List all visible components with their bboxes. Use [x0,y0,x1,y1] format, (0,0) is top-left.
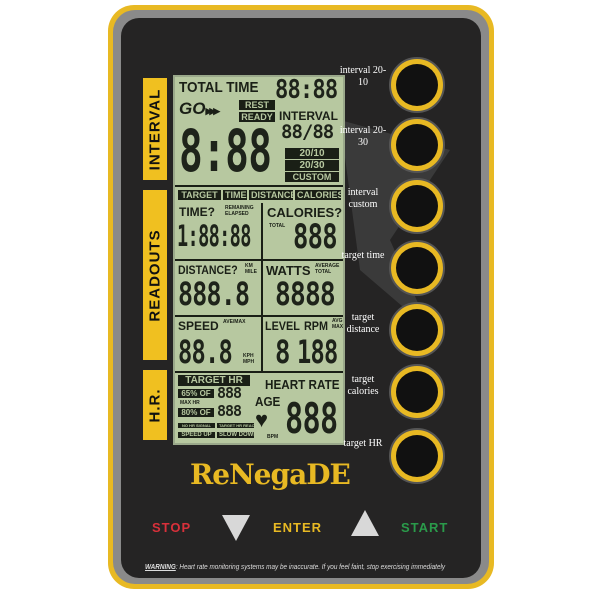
watts-total: TOTAL [315,269,332,275]
button-label: interval 20-30 [339,125,387,148]
interval-custom-button[interactable] [389,178,445,234]
target-hr-digits-65: 888 [217,384,242,402]
button-label: interval 20-10 [339,65,387,88]
enter-button[interactable]: ENTER [273,520,323,535]
tab-readouts: READOUTS [143,190,167,360]
interval-20-30-button[interactable] [389,117,445,173]
total-time-digits: 88:88 [275,75,338,105]
distance-km: KM [245,263,253,269]
preset-custom: CUSTOM [285,172,339,182]
speed-kph: KPH [243,353,254,359]
divider [175,315,343,317]
button-label: interval custom [347,187,379,210]
heart-rate-digits: 888 [285,394,338,443]
distance-mile: MILE [245,269,257,275]
tab-label: READOUTS [146,228,164,322]
pct80-label: 80% OF [178,408,214,417]
level-digit: 8 [275,333,290,371]
go-text: GO [179,99,206,118]
ready-indicator: READY [239,112,275,122]
heart-icon: ♥ [255,407,269,432]
time-label: TIME? [179,205,215,219]
level-label: LEVEL [265,319,300,333]
target-distance-button[interactable] [389,302,445,358]
target-hr-label: TARGET HR [178,375,250,386]
interval-label: INTERVAL [279,109,338,123]
rpm-max: MAX [332,324,344,330]
target-distance: DISTANCE [249,190,293,200]
speed-label: SPEED [178,319,219,333]
time-digits: 1:88:88 [177,219,251,253]
divider [261,203,263,371]
interval-20-10-button[interactable] [389,57,445,113]
button-label: target calories [347,374,379,397]
speed-avemax: AVE/MAX [223,319,246,325]
arrows-icon: ▶▶▶ [205,106,220,116]
no-signal-indicator: NO HR SIGNAL [178,423,215,428]
start-button[interactable]: START [401,520,449,535]
calories-digits: 888 [293,217,338,257]
time-elapsed: ELAPSED [225,211,249,217]
target-reached-indicator: TARGET HR REACHED [217,423,254,428]
go-label: GO▶▶▶ [179,99,220,119]
divider [175,185,343,187]
total-time-label: TOTAL TIME [179,79,259,96]
pct65-label: 65% OF [178,389,214,398]
button-label: target time [341,250,385,261]
speed-up-indicator: SPEED UP [178,432,215,438]
background-emblem [340,120,450,330]
interval-count-digits: 88/88 [281,121,334,143]
bpm-label: BPM [267,434,279,440]
target-calories-button[interactable] [389,364,445,420]
renegade-logo: ReNegaDE [190,458,351,491]
tab-interval: INTERVAL [143,78,167,180]
down-arrow-button[interactable] [220,513,252,543]
slow-down-indicator: SLOW DOWN [217,432,254,438]
preset-20-10: 20/10 [285,148,339,159]
max-hr-label: MAX HR [180,400,200,406]
target-time-button[interactable] [389,240,445,296]
rpm-avg: AVG [332,318,343,324]
tab-label: H.R. [146,388,164,422]
speed-mph: MPH [243,359,255,365]
rpm-label: RPM [304,319,329,333]
button-label: target distance [346,312,380,335]
up-arrow-button[interactable] [349,508,381,538]
age-label: AGE [255,394,281,409]
stop-button[interactable]: STOP [152,520,192,535]
target-calories: CALORIES [295,190,341,200]
tab-label: INTERVAL [146,88,164,170]
target-hr-button[interactable] [389,428,445,484]
divider [175,371,343,373]
divider [175,259,343,261]
rest-indicator: REST [239,100,275,110]
heart-rate-label: HEART RATE [265,377,340,392]
lcd-display: TOTAL TIME 88:88 GO▶▶▶ REST READY 8:88 I… [173,75,345,445]
calories-label: CALORIES? [267,205,343,220]
tab-hr: H.R. [143,370,167,440]
warning-body: : Heart rate monitoring systems may be i… [175,562,446,571]
warning-text: WARNING: Heart rate monitoring systems m… [145,562,445,571]
rpm-digits: 188 [297,333,338,371]
speed-digits: 88.8 [178,333,233,371]
preset-20-30: 20/30 [285,160,339,171]
time-remaining: REMAINING [225,205,254,211]
calories-total: TOTAL [269,223,286,229]
button-label: target HR [343,438,383,449]
watts-average: AVERAGE [315,263,340,269]
warning-label: WARNING [145,562,176,571]
watts-label: WATTS [266,263,311,278]
target-label: TARGET [178,190,221,200]
watts-digits: 8888 [275,275,336,313]
target-hr-digits-80: 888 [217,402,242,420]
distance-label: DISTANCE? [178,263,238,277]
target-time: TIME [223,190,247,200]
interval-main-digits: 8:88 [179,117,272,185]
distance-digits: 888.8 [178,275,250,313]
